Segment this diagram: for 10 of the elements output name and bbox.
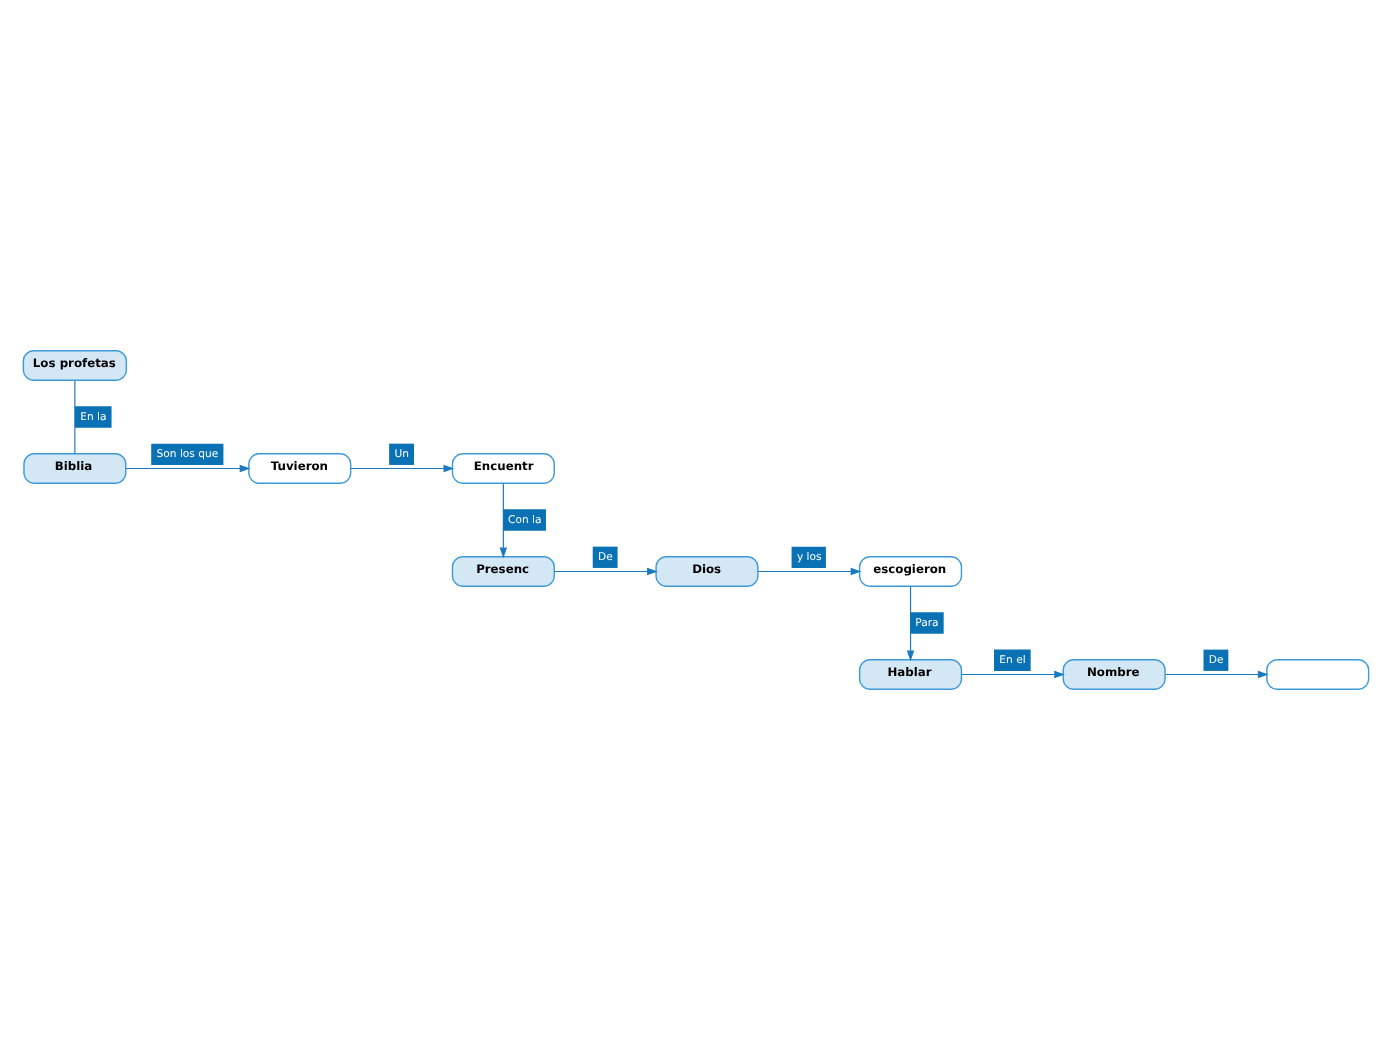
node-box [1266, 658, 1370, 690]
arrow [554, 567, 658, 576]
arrow [1164, 670, 1269, 679]
arrow [961, 670, 1065, 679]
arrow [757, 567, 862, 576]
arrow [906, 586, 915, 662]
arrow [499, 483, 508, 559]
arrow [125, 464, 251, 473]
connector [74, 380, 76, 455]
arrow [350, 464, 455, 473]
